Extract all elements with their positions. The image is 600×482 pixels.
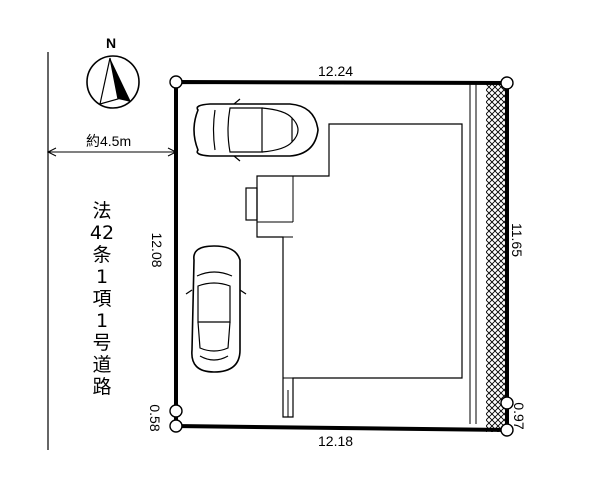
bottom-left-corner-label: 0.58 xyxy=(147,404,163,431)
car-icon xyxy=(193,98,319,162)
road-label-char: 項 xyxy=(92,288,112,310)
road-label-char: 路 xyxy=(92,376,112,398)
car-icon xyxy=(185,245,247,373)
corner-marker xyxy=(500,396,514,410)
road-label-char: 42 xyxy=(89,222,115,244)
corner-marker xyxy=(169,419,183,433)
corner-marker xyxy=(500,423,514,437)
building-outline xyxy=(256,123,463,418)
road-label-char: 道 xyxy=(92,354,112,376)
bottom-dimension-label: 12.18 xyxy=(318,433,353,449)
corner-marker xyxy=(500,76,514,90)
north-compass-icon: N xyxy=(86,35,140,109)
top-dimension-label: 12.24 xyxy=(318,63,353,79)
entrance-porch xyxy=(245,187,258,221)
north-label: N xyxy=(106,35,116,51)
road-classification-label: 法 42 条 1 項 1 号 道 路 xyxy=(88,200,116,398)
road-label-char: 号 xyxy=(92,332,112,354)
corner-marker xyxy=(169,75,183,89)
road-label-char: 条 xyxy=(92,244,112,266)
right-dimension-label: 11.65 xyxy=(509,223,525,257)
road-label-char: 1 xyxy=(95,310,109,332)
road-width-label: 約4.5m xyxy=(86,133,131,149)
left-dimension-label: 12.08 xyxy=(149,232,165,267)
hatched-strip xyxy=(486,83,508,432)
bottom-right-corner-label: 0.97 xyxy=(511,402,527,429)
road-width-dimension: 約4.5m xyxy=(46,133,178,157)
road-label-char: 法 xyxy=(92,200,112,222)
road-label-char: 1 xyxy=(95,266,109,288)
corner-marker xyxy=(169,404,183,418)
